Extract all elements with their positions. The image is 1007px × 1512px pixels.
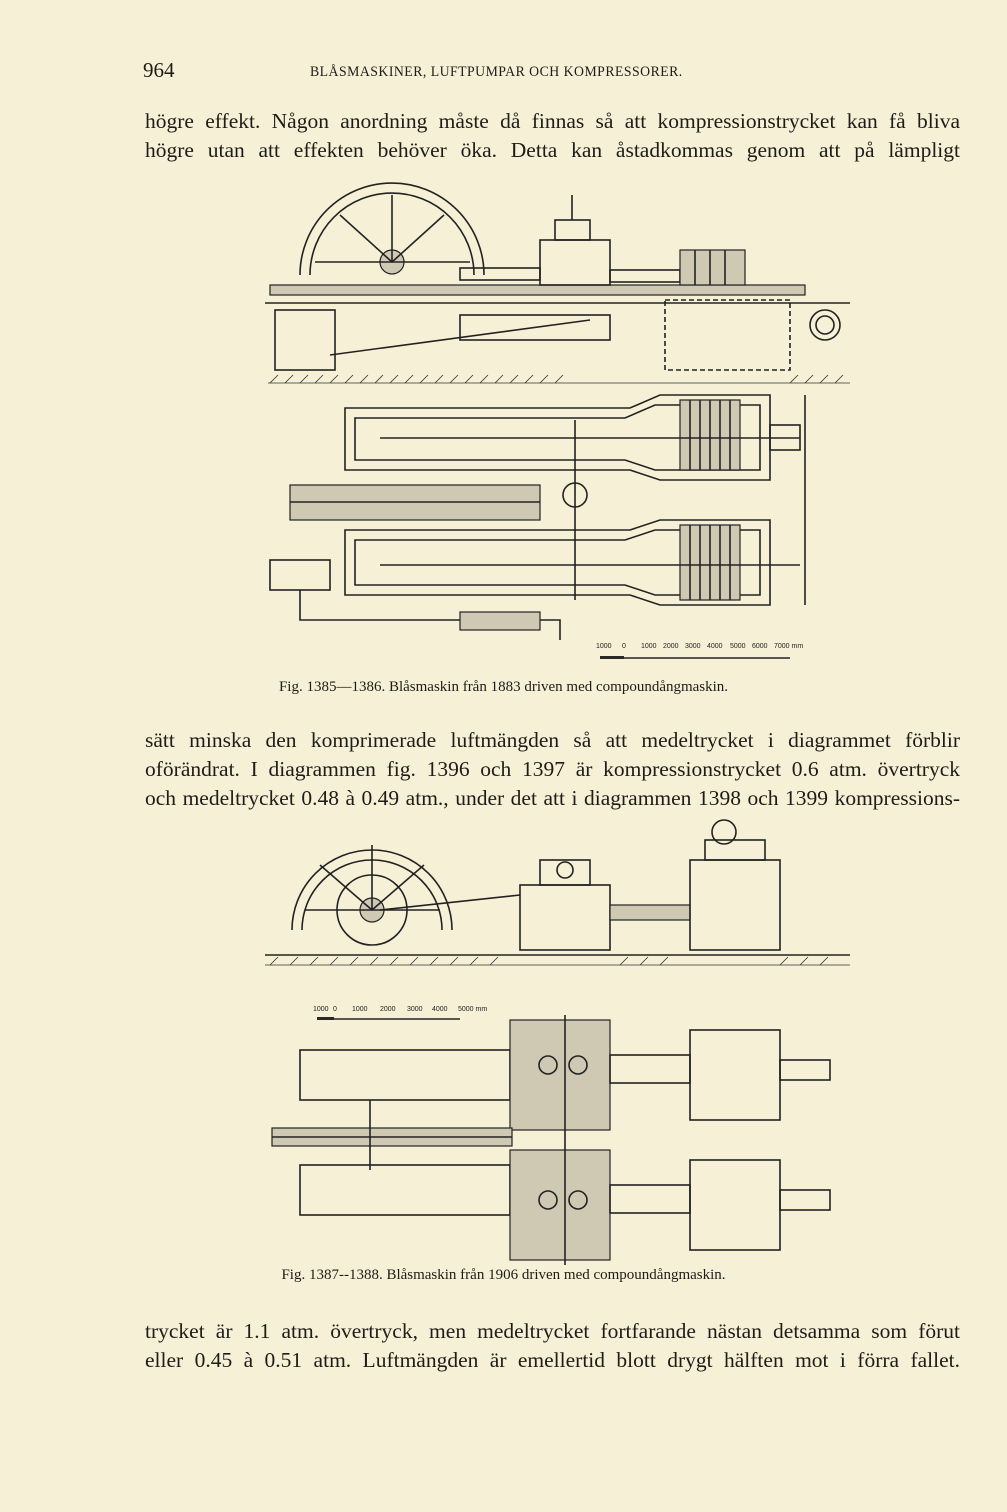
- scale-label: 0: [333, 1006, 337, 1013]
- text-line: högre utan att effekten behöver öka. Det…: [145, 138, 960, 162]
- text-line: och medeltrycket 0.48 à 0.49 atm., under…: [145, 786, 960, 810]
- text-line: högre effekt. Någon anordning måste då f…: [145, 109, 960, 133]
- scale-label: 6000: [752, 643, 768, 650]
- scale-label: 1000: [641, 643, 657, 650]
- fig2-side-elevation: [265, 819, 850, 966]
- scale-label: 1000: [596, 643, 612, 650]
- scale-label: 1000: [313, 1006, 329, 1013]
- running-title: BLÅSMASKINER, LUFTPUMPAR OCH KOMPRESSORE…: [310, 64, 683, 80]
- fig1-side-elevation: [265, 182, 850, 384]
- figure-1385-1386-caption: Fig. 1385—1386. Blåsmaskin från 1883 dri…: [278, 679, 729, 695]
- fig2-plan-view: [271, 1015, 831, 1265]
- scale-label: 4000: [707, 643, 723, 650]
- scale-label: 1000: [352, 1006, 368, 1013]
- scale-label: 3000: [407, 1006, 423, 1013]
- scale-label: 3000: [685, 643, 701, 650]
- text-line: sätt minska den komprimerade luftmängden…: [145, 728, 960, 752]
- fig2-scale-bar: 1000 0 1000 2000 3000 4000 5000 mm: [313, 1006, 487, 1020]
- scale-label: 5000: [730, 643, 746, 650]
- scale-label: 5000 mm: [458, 1006, 487, 1013]
- scale-label: 7000 mm: [774, 643, 803, 650]
- scale-label: 2000: [380, 1006, 396, 1013]
- figure-1387-1388-caption: Fig. 1387--1388. Blåsmaskin från 1906 dr…: [281, 1267, 726, 1283]
- paragraph-2: sätt minska den komprimerade luftmängden…: [145, 726, 960, 813]
- fig1-plan-view: [269, 394, 806, 640]
- text-line: eller 0.45 à 0.51 atm. Luftmängden är em…: [145, 1348, 960, 1372]
- paragraph-3: trycket är 1.1 atm. övertryck, men medel…: [145, 1317, 960, 1375]
- scale-label: 4000: [432, 1006, 448, 1013]
- text-line: trycket är 1.1 atm. övertryck, men medel…: [145, 1319, 960, 1343]
- fig1-scale-bar: 1000 0 1000 2000 3000 4000 5000 6000 700…: [596, 643, 803, 659]
- scale-label: 0: [622, 643, 626, 650]
- scale-label: 2000: [663, 643, 679, 650]
- paragraph-1: högre effekt. Någon anordning måste då f…: [145, 107, 960, 165]
- foundation-hatching: [268, 374, 850, 384]
- page-number: 964: [143, 58, 175, 82]
- flywheel-rim: [299, 182, 485, 276]
- text-line: oförändrat. I diagrammen fig. 1396 och 1…: [145, 757, 960, 781]
